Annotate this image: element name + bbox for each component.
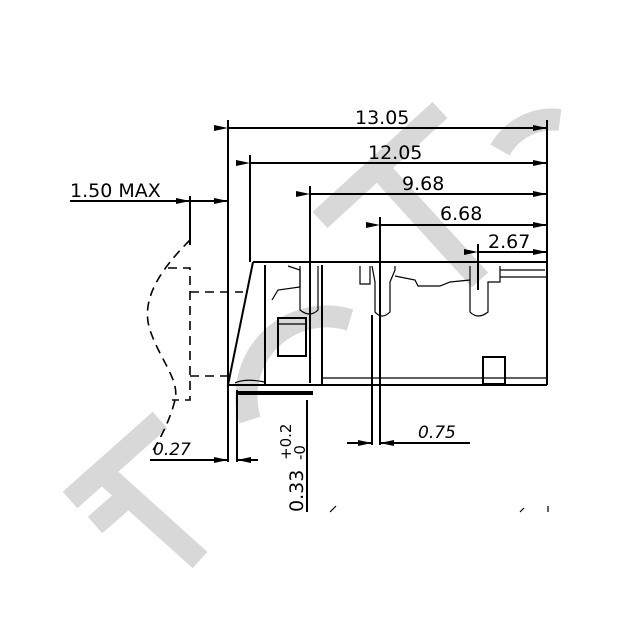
dimension-0-33: 0.33 +0.2 -0 <box>277 424 309 512</box>
latch-window <box>277 317 307 357</box>
dim-label-0-33: 0.33 <box>286 470 308 512</box>
dimension-12-05: 12.05 <box>236 142 547 166</box>
connector-body <box>226 261 547 395</box>
pin-2 <box>371 265 396 317</box>
dim-label-0-27: 0.27 <box>153 440 191 460</box>
dimension-9-68: 9.68 <box>296 173 547 197</box>
dim-label-0-75: 0.75 <box>418 423 456 443</box>
dimension-2-67: 2.67 <box>464 231 547 255</box>
dim-label-2-67: 2.67 <box>488 231 530 253</box>
dim-label-12-05: 12.05 <box>368 142 422 164</box>
dim-tol-plus: +0.2 <box>277 424 295 460</box>
pin-1 <box>299 266 319 315</box>
mating-outline-dashed <box>146 239 243 456</box>
dimension-6-68: 6.68 <box>366 203 547 228</box>
bottom-tab <box>482 356 506 385</box>
dim-label-9-68: 9.68 <box>402 173 444 195</box>
dim-label-1-50-max: 1.50 MAX <box>70 180 161 202</box>
extension-lines <box>227 120 548 512</box>
dim-label-6-68: 6.68 <box>440 203 482 225</box>
dim-tol-minus: -0 <box>291 445 309 460</box>
dimension-0-27: 0.27 <box>150 440 258 463</box>
pin-3 <box>469 266 501 317</box>
cropped-fragments <box>329 505 549 513</box>
dim-label-13-05: 13.05 <box>355 107 409 129</box>
dimension-1-50-max: 1.50 MAX <box>70 180 228 245</box>
watermark <box>62 101 562 569</box>
dimension-13-05: 13.05 <box>214 107 547 131</box>
dimension-0-75: 0.75 <box>347 423 470 446</box>
